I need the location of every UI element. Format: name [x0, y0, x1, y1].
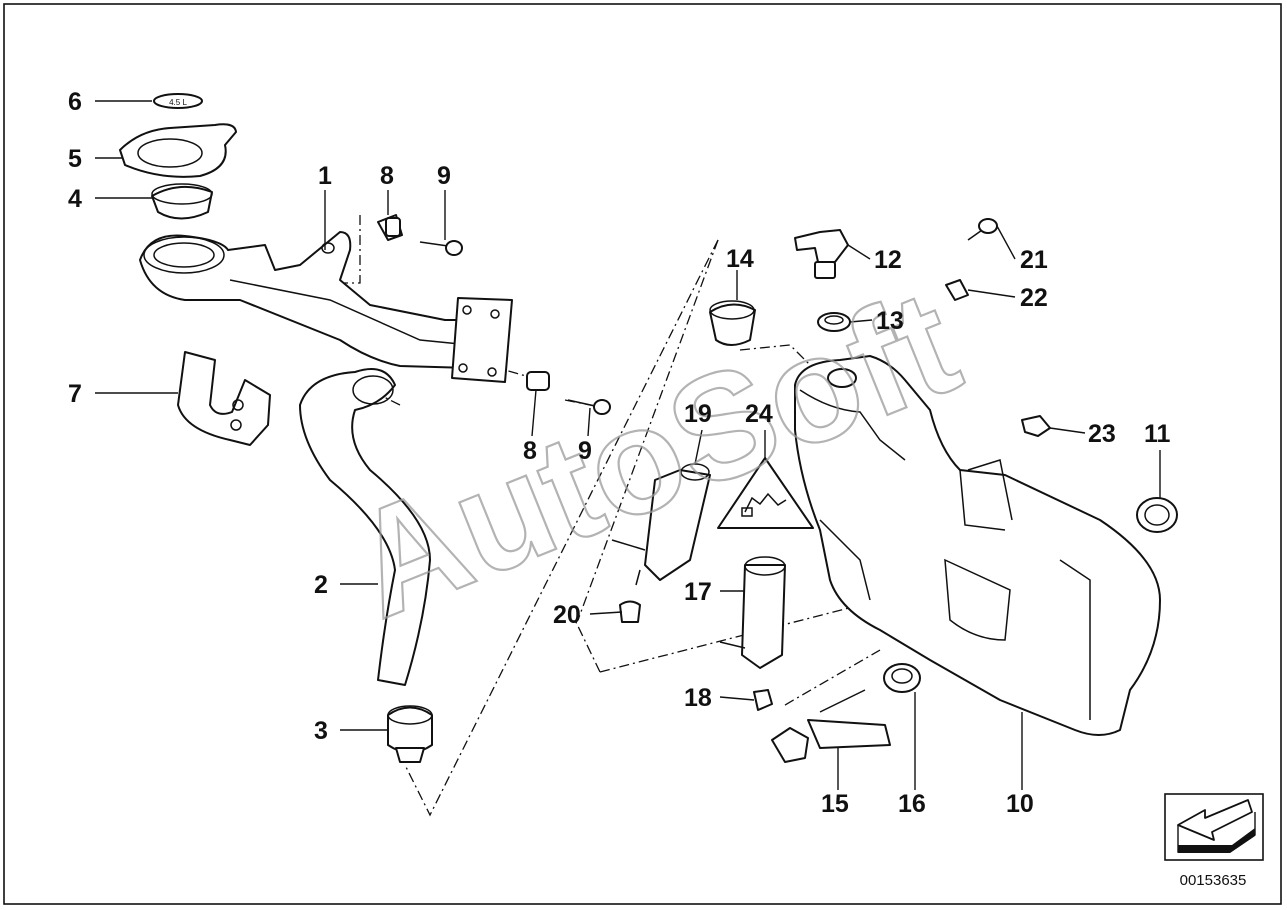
part-9-screw-lower [567, 399, 611, 415]
callout-11: 11 [1144, 420, 1171, 448]
callout-3: 3 [314, 717, 328, 745]
part-20-grommet [619, 600, 641, 623]
callout-20: 20 [553, 601, 581, 629]
callout-8-lower: 8 [523, 437, 537, 465]
part-2-hose [299, 368, 431, 686]
callout-21: 21 [1020, 246, 1048, 274]
part-19-pump [611, 463, 711, 586]
callout-24: 24 [745, 400, 773, 428]
callout-5: 5 [68, 145, 82, 173]
callout-4: 4 [68, 185, 82, 213]
part-6-badge: 4.5 L [153, 93, 203, 109]
callout-14: 14 [726, 245, 754, 273]
part-1-filler-neck [139, 231, 497, 370]
part-3-grommet [387, 705, 433, 763]
part-5-filler-cap [119, 123, 237, 178]
part-14-plug [709, 300, 756, 346]
callouts: 6 5 4 1 8 9 7 2 3 8 9 14 12 13 21 22 23 … [68, 88, 1171, 818]
drawing-number: 00153635 [1180, 872, 1247, 889]
callout-22: 22 [1020, 284, 1048, 312]
part-16-grommet [883, 663, 921, 693]
callout-8-top: 8 [380, 162, 394, 190]
neck-flange-plate [451, 297, 513, 383]
part-15-sensor [771, 689, 891, 763]
part-22-clip [945, 279, 969, 301]
callout-23: 23 [1088, 420, 1116, 448]
part-12-connector [794, 229, 849, 279]
cap-marking: 4.5 L [169, 98, 187, 107]
callout-9-top: 9 [437, 162, 451, 190]
part-10-reservoir [794, 355, 1161, 736]
part-23-nut [1021, 415, 1051, 437]
callout-19: 19 [684, 400, 712, 428]
leader-lines [95, 100, 1161, 790]
callout-10: 10 [1006, 790, 1034, 818]
part-8-clip-top [377, 214, 403, 241]
diagram-frame [3, 3, 1282, 905]
washer-symbol-icon [741, 492, 787, 517]
callout-2: 2 [314, 571, 328, 599]
part-8-clip-lower [526, 371, 550, 391]
callout-12: 12 [874, 246, 902, 274]
part-18-plug [753, 689, 773, 711]
callout-6: 6 [68, 88, 82, 116]
part-7-bracket [177, 351, 271, 446]
arrow-direction-icon [1177, 799, 1256, 853]
direction-icon-box [1164, 793, 1264, 861]
callout-17: 17 [684, 578, 712, 606]
part-11-grommet [1136, 497, 1178, 533]
callout-9-lower: 9 [578, 437, 592, 465]
callout-18: 18 [684, 684, 712, 712]
part-24-label [717, 457, 814, 529]
callout-1: 1 [318, 162, 332, 190]
callout-16: 16 [898, 790, 926, 818]
callout-7: 7 [68, 380, 82, 408]
part-9-screw-top [419, 240, 463, 256]
callout-15: 15 [821, 790, 849, 818]
part-17-pump [719, 556, 786, 669]
part-21-screw [967, 218, 998, 241]
callout-13: 13 [876, 307, 904, 335]
part-4-strainer [151, 183, 213, 220]
